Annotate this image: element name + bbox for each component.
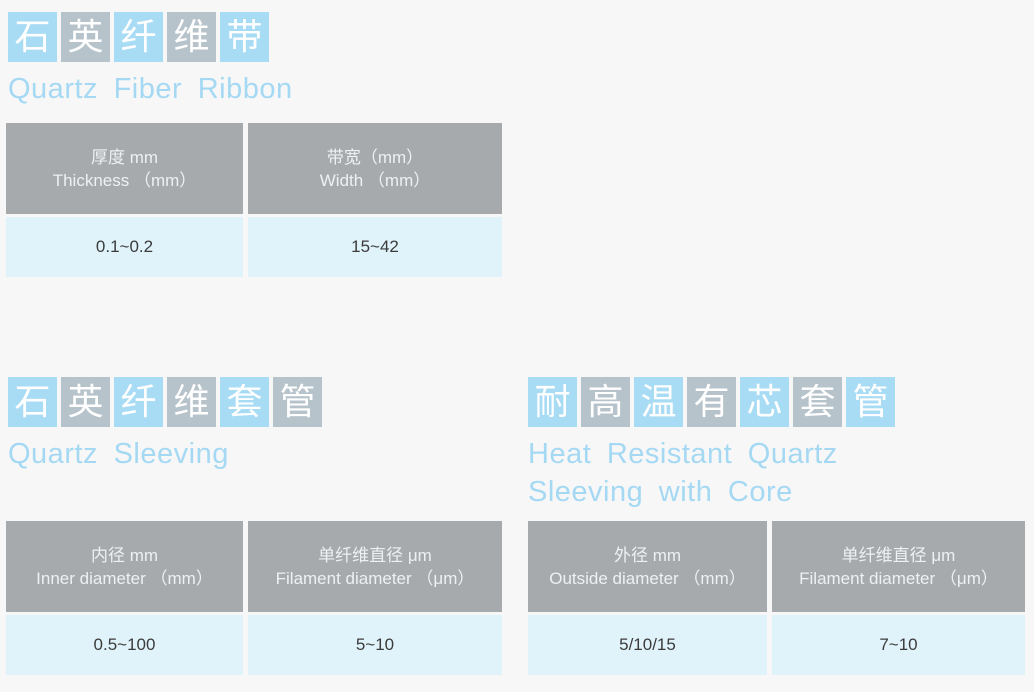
title-tile-char: 管 bbox=[273, 377, 322, 427]
table-header-cell: 带宽（mm） Width （mm） bbox=[248, 123, 502, 214]
header-en: Thickness （mm） bbox=[52, 170, 197, 190]
title-tile-char: 套 bbox=[793, 377, 842, 427]
header-zh: 内径 mm bbox=[90, 545, 159, 565]
table-value-cell: 5~10 bbox=[248, 615, 502, 675]
header-en: Filament diameter （μm） bbox=[275, 568, 475, 588]
table-row: 0.5~100 5~10 bbox=[6, 615, 502, 675]
title-tile-char: 有 bbox=[687, 377, 736, 427]
header-zh: 单纤维直径 μm bbox=[841, 545, 956, 565]
spec-table-heat-resistant-sleeving: 外径 mm Outside diameter （mm） 单纤维直径 μm Fil… bbox=[528, 521, 1025, 675]
title-tiles: 石 英 纤 维 带 bbox=[8, 12, 293, 62]
subtitle-line: Sleeving with Core bbox=[528, 476, 793, 508]
header-zh: 单纤维直径 μm bbox=[318, 545, 432, 565]
table-value-cell: 7~10 bbox=[772, 615, 1025, 675]
title-tile-char: 英 bbox=[61, 377, 110, 427]
header-zh: 厚度 mm bbox=[90, 147, 159, 167]
section-subtitle: Quartz Sleeving bbox=[8, 435, 322, 473]
subtitle-line: Heat Resistant Quartz bbox=[528, 438, 838, 470]
section-subtitle: Quartz Fiber Ribbon bbox=[8, 70, 293, 108]
table-header-cell: 厚度 mm Thickness （mm） bbox=[6, 123, 243, 214]
header-en: Outside diameter （mm） bbox=[549, 568, 746, 588]
title-tile-char: 高 bbox=[581, 377, 630, 427]
title-tile-char: 纤 bbox=[114, 12, 163, 62]
title-tile-char: 维 bbox=[167, 377, 216, 427]
table-header-cell: 外径 mm Outside diameter （mm） bbox=[528, 521, 767, 612]
header-en: Width （mm） bbox=[319, 170, 431, 190]
title-tile-char: 石 bbox=[8, 377, 57, 427]
header-en: Inner diameter （mm） bbox=[36, 568, 213, 588]
section-header-heat-resistant-sleeving: 耐 高 温 有 芯 套 管 Heat Resistant Quartz Slee… bbox=[528, 377, 895, 511]
table-header-row: 厚度 mm Thickness （mm） 带宽（mm） Width （mm） bbox=[6, 123, 502, 214]
title-tile-char: 芯 bbox=[740, 377, 789, 427]
title-tile-char: 纤 bbox=[114, 377, 163, 427]
table-value-cell: 0.5~100 bbox=[6, 615, 243, 675]
table-header-row: 内径 mm Inner diameter （mm） 单纤维直径 μm Filam… bbox=[6, 521, 502, 612]
table-header-cell: 内径 mm Inner diameter （mm） bbox=[6, 521, 243, 612]
table-value-cell: 15~42 bbox=[248, 217, 502, 277]
title-tile-char: 维 bbox=[167, 12, 216, 62]
table-row: 0.1~0.2 15~42 bbox=[6, 217, 502, 277]
title-tile-char: 带 bbox=[220, 12, 269, 62]
table-header-cell: 单纤维直径 μm Filament diameter （μm） bbox=[772, 521, 1025, 612]
table-header-cell: 单纤维直径 μm Filament diameter （μm） bbox=[248, 521, 502, 612]
title-tile-char: 石 bbox=[8, 12, 57, 62]
title-tiles: 耐 高 温 有 芯 套 管 bbox=[528, 377, 895, 427]
section-subtitle: Heat Resistant Quartz Sleeving with Core bbox=[528, 435, 895, 511]
section-header-quartz-sleeving: 石 英 纤 维 套 管 Quartz Sleeving bbox=[8, 377, 322, 473]
header-en: Filament diameter （μm） bbox=[799, 568, 998, 588]
title-tiles: 石 英 纤 维 套 管 bbox=[8, 377, 322, 427]
subtitle-line: Quartz Fiber Ribbon bbox=[8, 73, 293, 105]
title-tile-char: 英 bbox=[61, 12, 110, 62]
title-tile-char: 耐 bbox=[528, 377, 577, 427]
title-tile-char: 温 bbox=[634, 377, 683, 427]
table-header-row: 外径 mm Outside diameter （mm） 单纤维直径 μm Fil… bbox=[528, 521, 1025, 612]
subtitle-line: Quartz Sleeving bbox=[8, 438, 229, 470]
title-tile-char: 管 bbox=[846, 377, 895, 427]
header-zh: 带宽（mm） bbox=[326, 147, 424, 167]
section-header-quartz-fiber-ribbon: 石 英 纤 维 带 Quartz Fiber Ribbon bbox=[8, 12, 293, 108]
header-zh: 外径 mm bbox=[613, 545, 682, 565]
title-tile-char: 套 bbox=[220, 377, 269, 427]
spec-table-quartz-sleeving: 内径 mm Inner diameter （mm） 单纤维直径 μm Filam… bbox=[6, 521, 502, 675]
table-row: 5/10/15 7~10 bbox=[528, 615, 1025, 675]
table-value-cell: 5/10/15 bbox=[528, 615, 767, 675]
table-value-cell: 0.1~0.2 bbox=[6, 217, 243, 277]
spec-table-quartz-fiber-ribbon: 厚度 mm Thickness （mm） 带宽（mm） Width （mm） 0… bbox=[6, 123, 502, 277]
